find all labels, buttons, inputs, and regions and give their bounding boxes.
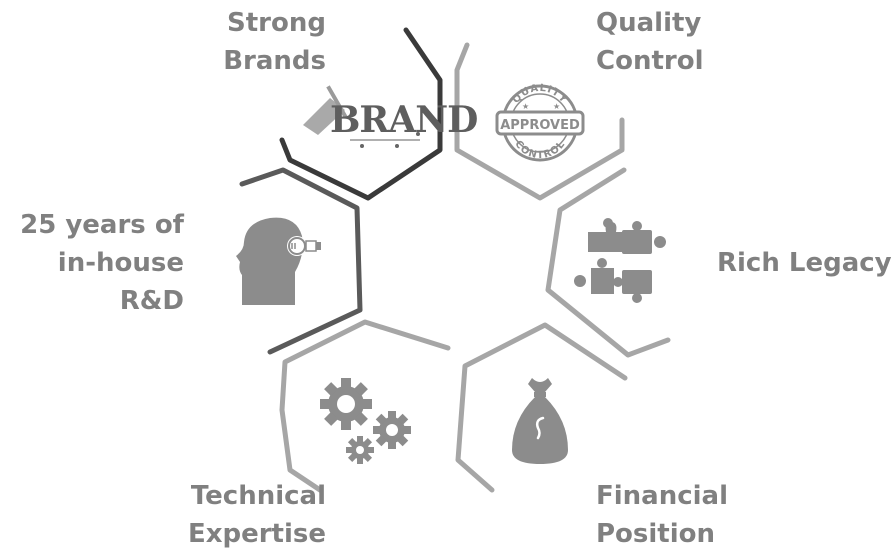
label-line: Strong	[227, 8, 326, 38]
label-line: Position	[596, 519, 716, 549]
label-strong-brands: Strong Brands	[223, 4, 326, 80]
label-line: Rich Legacy	[717, 248, 892, 278]
label-rnd: 25 years of in-house R&D	[20, 206, 184, 320]
label-line: 25 years of	[20, 210, 184, 240]
hex-outline-technical-expertise	[279, 319, 451, 493]
head-bulb-icon	[236, 217, 321, 305]
hex-outline-financial-position	[455, 322, 628, 493]
label-technical-expertise: Technical Expertise	[188, 477, 326, 550]
label-rich-legacy: Rich Legacy	[717, 244, 892, 282]
label-line: Technical	[190, 481, 326, 511]
gears-icon	[320, 378, 411, 464]
stamp-middle-text: APPROVED	[500, 118, 580, 133]
hex-outline-strong-brands	[279, 27, 443, 201]
svg-text:★: ★	[522, 102, 529, 111]
label-line: in-house	[57, 248, 184, 278]
hex-outline-quality-control	[454, 42, 625, 201]
label-financial-position: Financial Position	[596, 477, 728, 550]
svg-text:★: ★	[553, 102, 560, 111]
label-quality-control: Quality Control	[596, 4, 703, 80]
hex-outline-rnd	[239, 167, 363, 355]
label-line: Expertise	[187, 519, 326, 549]
stamp-bottom-text: CONTROL	[512, 139, 566, 161]
approved-stamp-icon: QUALITY CONTROL APPROVED ★ ★	[495, 83, 585, 162]
hex-outline-rich-legacy	[545, 167, 671, 358]
label-line: Quality	[596, 8, 702, 38]
money-bag-icon	[512, 378, 568, 464]
svg-text:CONTROL: CONTROL	[512, 139, 567, 161]
brand-word: BRAND	[330, 99, 477, 141]
label-line: Control	[596, 46, 704, 76]
label-line: Financial	[596, 481, 729, 511]
label-line: Brands	[223, 46, 326, 76]
label-line: R&D	[119, 286, 184, 316]
brand-icon: BRAND	[303, 85, 478, 148]
puzzle-icon	[574, 218, 666, 303]
